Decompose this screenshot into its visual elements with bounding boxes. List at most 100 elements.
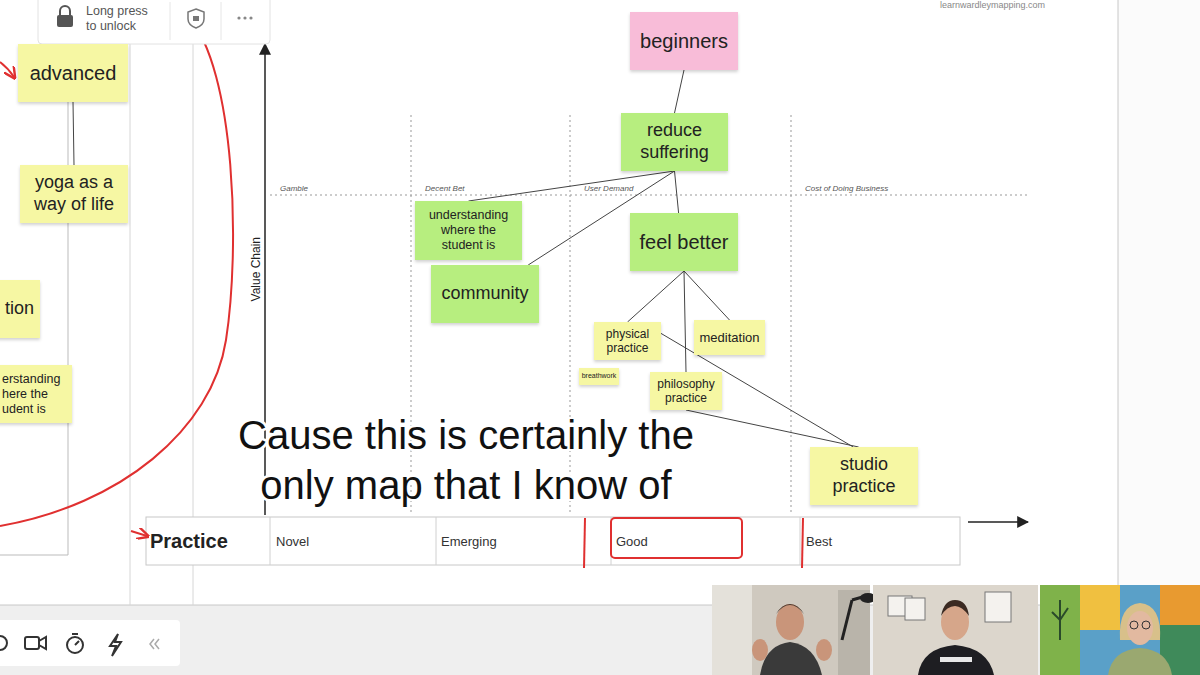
frame-line xyxy=(1118,0,1119,605)
zone-label: Gamble xyxy=(280,184,308,194)
red-annotation xyxy=(131,531,147,536)
more-icon xyxy=(237,16,240,19)
sticky-note: yoga as a way of life xyxy=(20,165,128,223)
tool-icon xyxy=(0,636,7,650)
mic-stand xyxy=(842,596,866,640)
toolbar-divider xyxy=(221,2,222,40)
bar-divider xyxy=(436,517,437,565)
person-body xyxy=(918,645,994,675)
lightning-icon xyxy=(110,634,121,656)
stage-name: Novel xyxy=(276,534,309,550)
zone-label: Decent Bet xyxy=(425,184,465,194)
sticky-note: erstanding here the udent is xyxy=(0,365,72,423)
wall-frame xyxy=(905,598,925,620)
connector-line xyxy=(684,271,730,320)
glasses xyxy=(1142,621,1150,629)
video-tile xyxy=(1040,585,1200,675)
connector-line xyxy=(675,70,685,113)
person-hair xyxy=(776,604,804,614)
sticky-text: understanding where the student is xyxy=(420,208,517,253)
bar-title: Practice xyxy=(150,529,228,553)
connector-line xyxy=(628,271,685,322)
red-annotation xyxy=(584,518,585,568)
red-annotation xyxy=(0,16,233,526)
sticky-text: tion xyxy=(5,298,34,320)
sticky-text: erstanding here the udent is xyxy=(2,372,70,417)
side-ground xyxy=(1118,0,1200,605)
connector-line xyxy=(675,171,679,213)
background-panel xyxy=(1160,585,1200,625)
sticky-text: physical practice xyxy=(597,327,658,356)
bar-divider xyxy=(270,517,271,565)
person-hair xyxy=(941,600,969,616)
video-tile xyxy=(712,585,870,675)
sticky-note: tion xyxy=(0,280,40,338)
red-annotation xyxy=(802,518,803,568)
sticky-text: philosophy practice xyxy=(653,377,719,406)
sticky-text: advanced xyxy=(30,61,117,85)
video-caption: Cause this is certainly the only map tha… xyxy=(196,410,736,510)
red-annotation xyxy=(0,62,14,77)
stage-name: Best xyxy=(806,534,832,550)
stage-divider xyxy=(791,115,792,515)
connector-line xyxy=(684,271,686,372)
video-wall xyxy=(838,590,870,675)
sticky-text: beginners xyxy=(640,29,728,53)
connector-line xyxy=(469,171,675,201)
connector-line xyxy=(73,102,74,165)
person-body xyxy=(760,642,822,675)
red-annotation xyxy=(611,518,742,558)
sticky-note: breathwork xyxy=(579,368,619,385)
shield-icon xyxy=(188,9,204,28)
more-icon xyxy=(249,16,252,19)
sticky-note: reduce suffering xyxy=(621,113,728,171)
shield-icon xyxy=(193,16,199,21)
timer-icon xyxy=(72,634,79,645)
frame-line xyxy=(68,95,69,555)
sticky-text: studio practice xyxy=(814,454,914,497)
sticky-text: yoga as a way of life xyxy=(24,172,124,215)
sticky-note: advanced xyxy=(18,44,128,102)
sticky-text: feel better xyxy=(640,230,729,254)
video-icon xyxy=(25,637,39,649)
sticky-note: beginners xyxy=(630,12,738,70)
frame-line xyxy=(0,555,68,556)
frame-line xyxy=(130,0,131,605)
person-hand xyxy=(752,639,768,661)
sticky-note: understanding where the student is xyxy=(415,201,522,260)
watermark: learnwardleymapping.com xyxy=(940,0,1045,11)
practice-bar xyxy=(146,517,960,565)
sticky-note: community xyxy=(431,265,539,323)
sticky-note: physical practice xyxy=(594,322,661,360)
person-head xyxy=(1127,611,1153,645)
bottom-toolbar xyxy=(0,620,180,666)
sticky-text: breathwork xyxy=(582,372,617,380)
glasses xyxy=(1130,621,1138,629)
zone-label: Cost of Doing Business xyxy=(805,184,888,194)
more-icon xyxy=(243,16,246,19)
frame-line xyxy=(193,0,194,605)
lock-icon xyxy=(57,15,73,27)
shirt-print xyxy=(940,657,972,662)
lock-toolbar xyxy=(38,0,270,44)
toolbar-text: Long press to unlock xyxy=(86,4,156,34)
person-hand xyxy=(816,639,832,661)
video-icon xyxy=(39,637,46,649)
lock-icon xyxy=(60,6,70,15)
sticky-text: community xyxy=(441,283,528,305)
stage-name: Good xyxy=(616,534,648,550)
sticky-text: meditation xyxy=(700,330,760,346)
bar-divider xyxy=(800,517,801,565)
person-head xyxy=(776,604,804,640)
background-panel xyxy=(1080,585,1120,630)
sticky-text: reduce suffering xyxy=(625,120,724,163)
evolution-arrow xyxy=(968,521,1028,523)
axis-label: Value Chain xyxy=(249,227,263,311)
stage-name: Emerging xyxy=(441,534,497,550)
toolbar-divider xyxy=(170,2,171,40)
zone-label: User Demand xyxy=(584,184,633,194)
sticky-note: meditation xyxy=(694,320,765,355)
person-body xyxy=(1108,648,1172,675)
